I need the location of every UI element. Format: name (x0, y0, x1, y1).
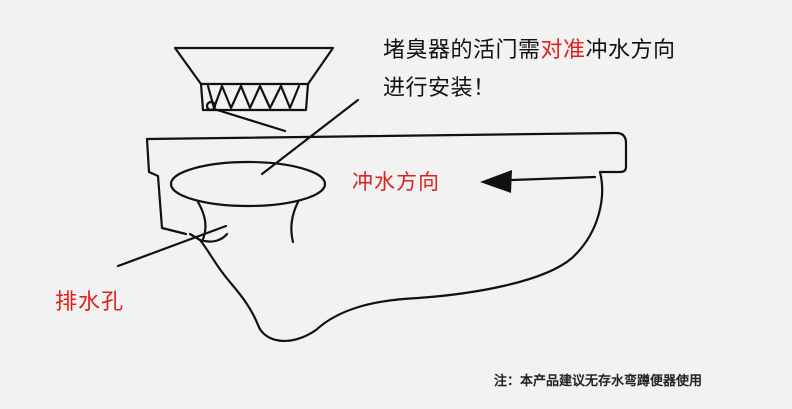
flush-direction-label: 冲水方向 (352, 170, 440, 194)
instruction-highlight: 对准 (540, 38, 586, 63)
drain-hole-label: 排水孔 (55, 290, 125, 315)
instruction-suffix: 冲水方向 (585, 38, 676, 63)
flush-direction-arrow (510, 175, 597, 182)
footnote: 注：本产品建议无存水弯蹲便器使用 (494, 374, 703, 389)
instruction-prefix: 堵臭器的活门需 (383, 38, 541, 63)
instruction-text-line1: 堵臭器的活门需对准冲水方向 (383, 40, 676, 62)
drain-hole-leader-line (116, 224, 228, 268)
instruction-text-line2: 进行安装！ (383, 76, 496, 101)
arrowhead-icon (480, 170, 512, 193)
instruction-leader-line (260, 98, 360, 176)
drain-hole-shape (169, 160, 327, 244)
odor-blocker-valve (173, 46, 335, 133)
